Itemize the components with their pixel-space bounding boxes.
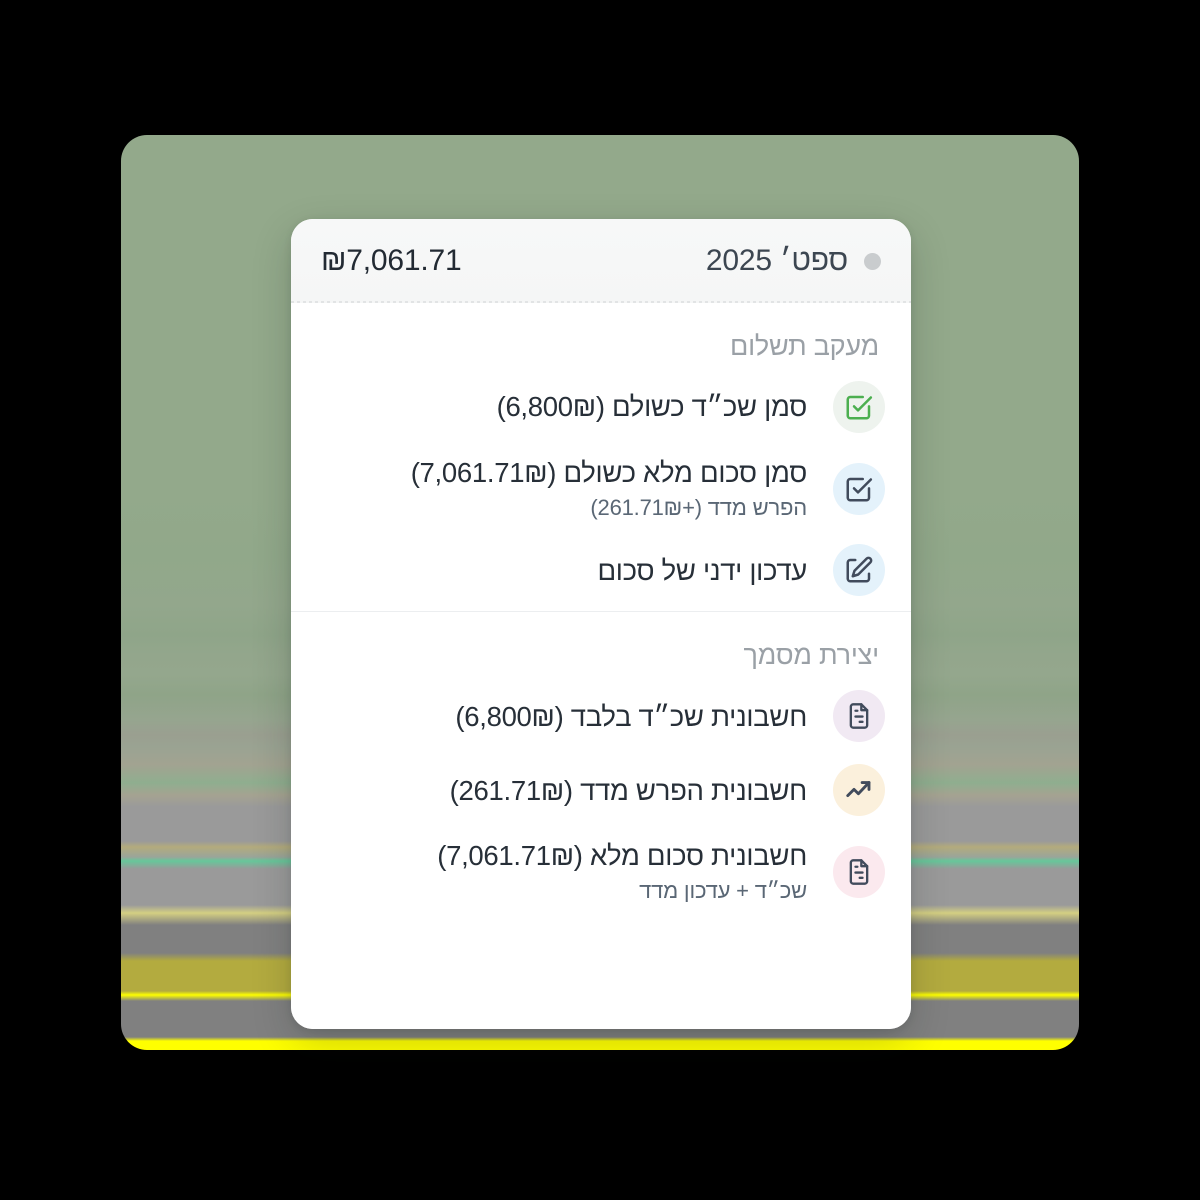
action-sheet-card: ספט׳ 2025 ₪7,061.71 מעקב תשלום bbox=[291, 219, 911, 1029]
menu-item-invoice-full-amount[interactable]: חשבונית סכום מלא (7,061.71₪) שכ״ד + עדכו… bbox=[291, 827, 911, 916]
header-period-group: ספט׳ 2025 bbox=[706, 244, 881, 278]
menu-item-title: סמן שכ״ד כשולם (6,800₪) bbox=[496, 391, 808, 423]
menu-item-subtitle: שכ״ד + עדכון מדד bbox=[639, 878, 807, 904]
header-period-label: ספט׳ 2025 bbox=[705, 244, 848, 277]
menu-item-texts: עדכון ידני של סכום bbox=[323, 553, 807, 589]
menu-item-mark-full-amount-paid[interactable]: סמן סכום מלא כשולם (7,061.71₪) הפרש מדד … bbox=[291, 444, 911, 533]
menu-item-mark-rent-paid[interactable]: סמן שכ״ד כשולם (6,800₪) bbox=[291, 370, 911, 444]
menu-item-invoice-index-difference[interactable]: חשבונית הפרש מדד (261.71₪) bbox=[291, 753, 911, 827]
section-document-creation: יצירת מסמך חשבונית שכ״ד בלבד (6,800 bbox=[291, 611, 911, 920]
menu-item-title: חשבונית הפרש מדד (261.71₪) bbox=[449, 774, 808, 806]
check-square-icon bbox=[833, 381, 885, 433]
menu-item-title: חשבונית סכום מלא (7,061.71₪) bbox=[437, 840, 807, 872]
section-title-payment-tracking: מעקב תשלום bbox=[729, 331, 879, 361]
menu-item-texts: סמן שכ״ד כשולם (6,800₪) bbox=[323, 389, 808, 425]
menu-item-texts: סמן סכום מלא כשולם (7,061.71₪) הפרש מדד … bbox=[323, 455, 808, 522]
status-dot-icon bbox=[864, 252, 881, 270]
menu-item-title: עדכון ידני של סכום bbox=[597, 554, 807, 586]
section-payment-tracking: מעקב תשלום סמן שכ״ד כשולם (6,800₪) bbox=[291, 303, 911, 611]
menu-item-texts: חשבונית שכ״ד בלבד (6,800₪) bbox=[323, 699, 807, 735]
document-text-icon bbox=[833, 846, 885, 899]
menu-item-title: חשבונית שכ״ד בלבד (6,800₪) bbox=[455, 700, 807, 732]
document-text-icon bbox=[833, 690, 885, 743]
menu-item-title: סמן סכום מלא כשולם (7,061.71₪) bbox=[410, 457, 808, 488]
card-body: מעקב תשלום סמן שכ״ד כשולם (6,800₪) bbox=[291, 303, 911, 1029]
section-title-document-creation: יצירת מסמך bbox=[743, 640, 880, 671]
trending-up-icon bbox=[833, 764, 885, 817]
card-header: ספט׳ 2025 ₪7,061.71 bbox=[291, 219, 911, 303]
menu-item-manual-amount-update[interactable]: עדכון ידני של סכום bbox=[291, 533, 911, 607]
menu-item-subtitle: הפרש מדד (+261.71₪) bbox=[590, 494, 807, 520]
menu-item-invoice-rent-only[interactable]: חשבונית שכ״ד בלבד (6,800₪) bbox=[291, 679, 911, 753]
header-total-amount: ₪7,061.71 bbox=[321, 244, 462, 277]
check-square-icon bbox=[833, 462, 885, 515]
menu-item-texts: חשבונית הפרש מדד (261.71₪) bbox=[323, 773, 808, 809]
menu-item-texts: חשבונית סכום מלא (7,061.71₪) שכ״ד + עדכו… bbox=[323, 838, 807, 905]
edit-pencil-square-icon bbox=[833, 544, 885, 597]
